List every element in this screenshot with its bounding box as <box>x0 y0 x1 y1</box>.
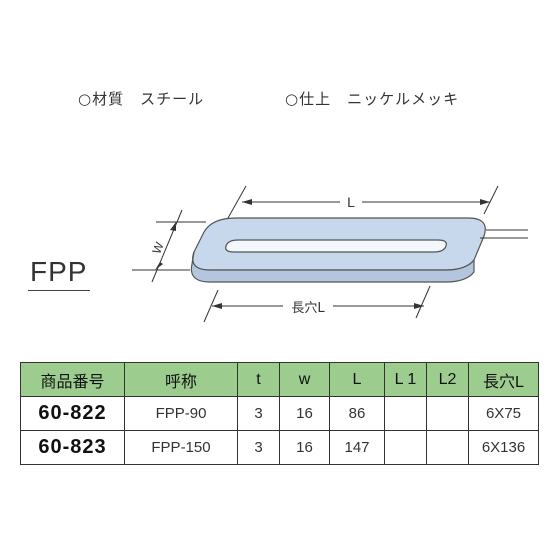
cell-t: 3 <box>237 396 280 431</box>
cell-name: FPP-90 <box>124 396 238 431</box>
cell-slot-l: 6X75 <box>468 396 539 431</box>
finish-spec: ○仕上 ニッケルメッキ <box>285 90 460 108</box>
slot-ext-right <box>415 285 431 319</box>
l-dimension-label: L <box>347 194 355 210</box>
cell-l: 86 <box>329 396 385 431</box>
l-ext-left <box>227 185 247 219</box>
plate-drawing: L W 長穴L <box>132 185 528 323</box>
cell-l2 <box>426 396 469 431</box>
w-dim-line <box>151 209 183 283</box>
product-label: FPP <box>30 256 88 287</box>
spec-table: 商品番号 呼称 t w L L 1 L2 長穴L 60-822 FPP-90 3… <box>20 362 539 465</box>
cell-l1 <box>384 396 427 431</box>
material-spec: ○材質 スチール <box>78 90 205 108</box>
header-product-code: 商品番号 <box>20 362 125 397</box>
slot-ext-left <box>203 289 219 323</box>
table-row: 60-822 FPP-90 3 16 86 6X75 <box>20 396 539 431</box>
plate-edge <box>190 251 475 283</box>
slot-arrow-left <box>212 303 222 309</box>
cell-l2 <box>426 430 469 465</box>
cell-w: 16 <box>279 430 330 465</box>
l-arrow-right <box>480 199 490 205</box>
l-arrow-left <box>242 199 252 205</box>
header-slot-l: 長穴L <box>468 362 539 397</box>
header-w: w <box>279 362 330 397</box>
l-ext-right <box>483 185 499 215</box>
slot-dimension-label: 長穴L <box>291 301 325 316</box>
cell-product-code: 60-823 <box>20 430 125 465</box>
header-l: L <box>329 362 385 397</box>
cell-l1 <box>384 430 427 465</box>
table-row: 60-823 FPP-150 3 16 147 6X136 <box>20 430 539 465</box>
cell-w: 16 <box>279 396 330 431</box>
slot-arrow-right <box>414 303 424 309</box>
cell-product-code: 60-822 <box>20 396 125 431</box>
product-label-underline <box>28 290 90 291</box>
cell-l: 147 <box>329 430 385 465</box>
cell-slot-l: 6X136 <box>468 430 539 465</box>
w-arrow-bottom <box>155 262 163 270</box>
cell-t: 3 <box>237 430 280 465</box>
header-l2: L2 <box>426 362 469 397</box>
header-t: t <box>237 362 280 397</box>
header-name: 呼称 <box>124 362 238 397</box>
w-arrow-top <box>170 222 176 231</box>
cell-name: FPP-150 <box>124 430 238 465</box>
table-header-row: 商品番号 呼称 t w L L 1 L2 長穴L <box>20 362 539 397</box>
plate-slot <box>225 239 447 253</box>
header-l1: L 1 <box>384 362 427 397</box>
